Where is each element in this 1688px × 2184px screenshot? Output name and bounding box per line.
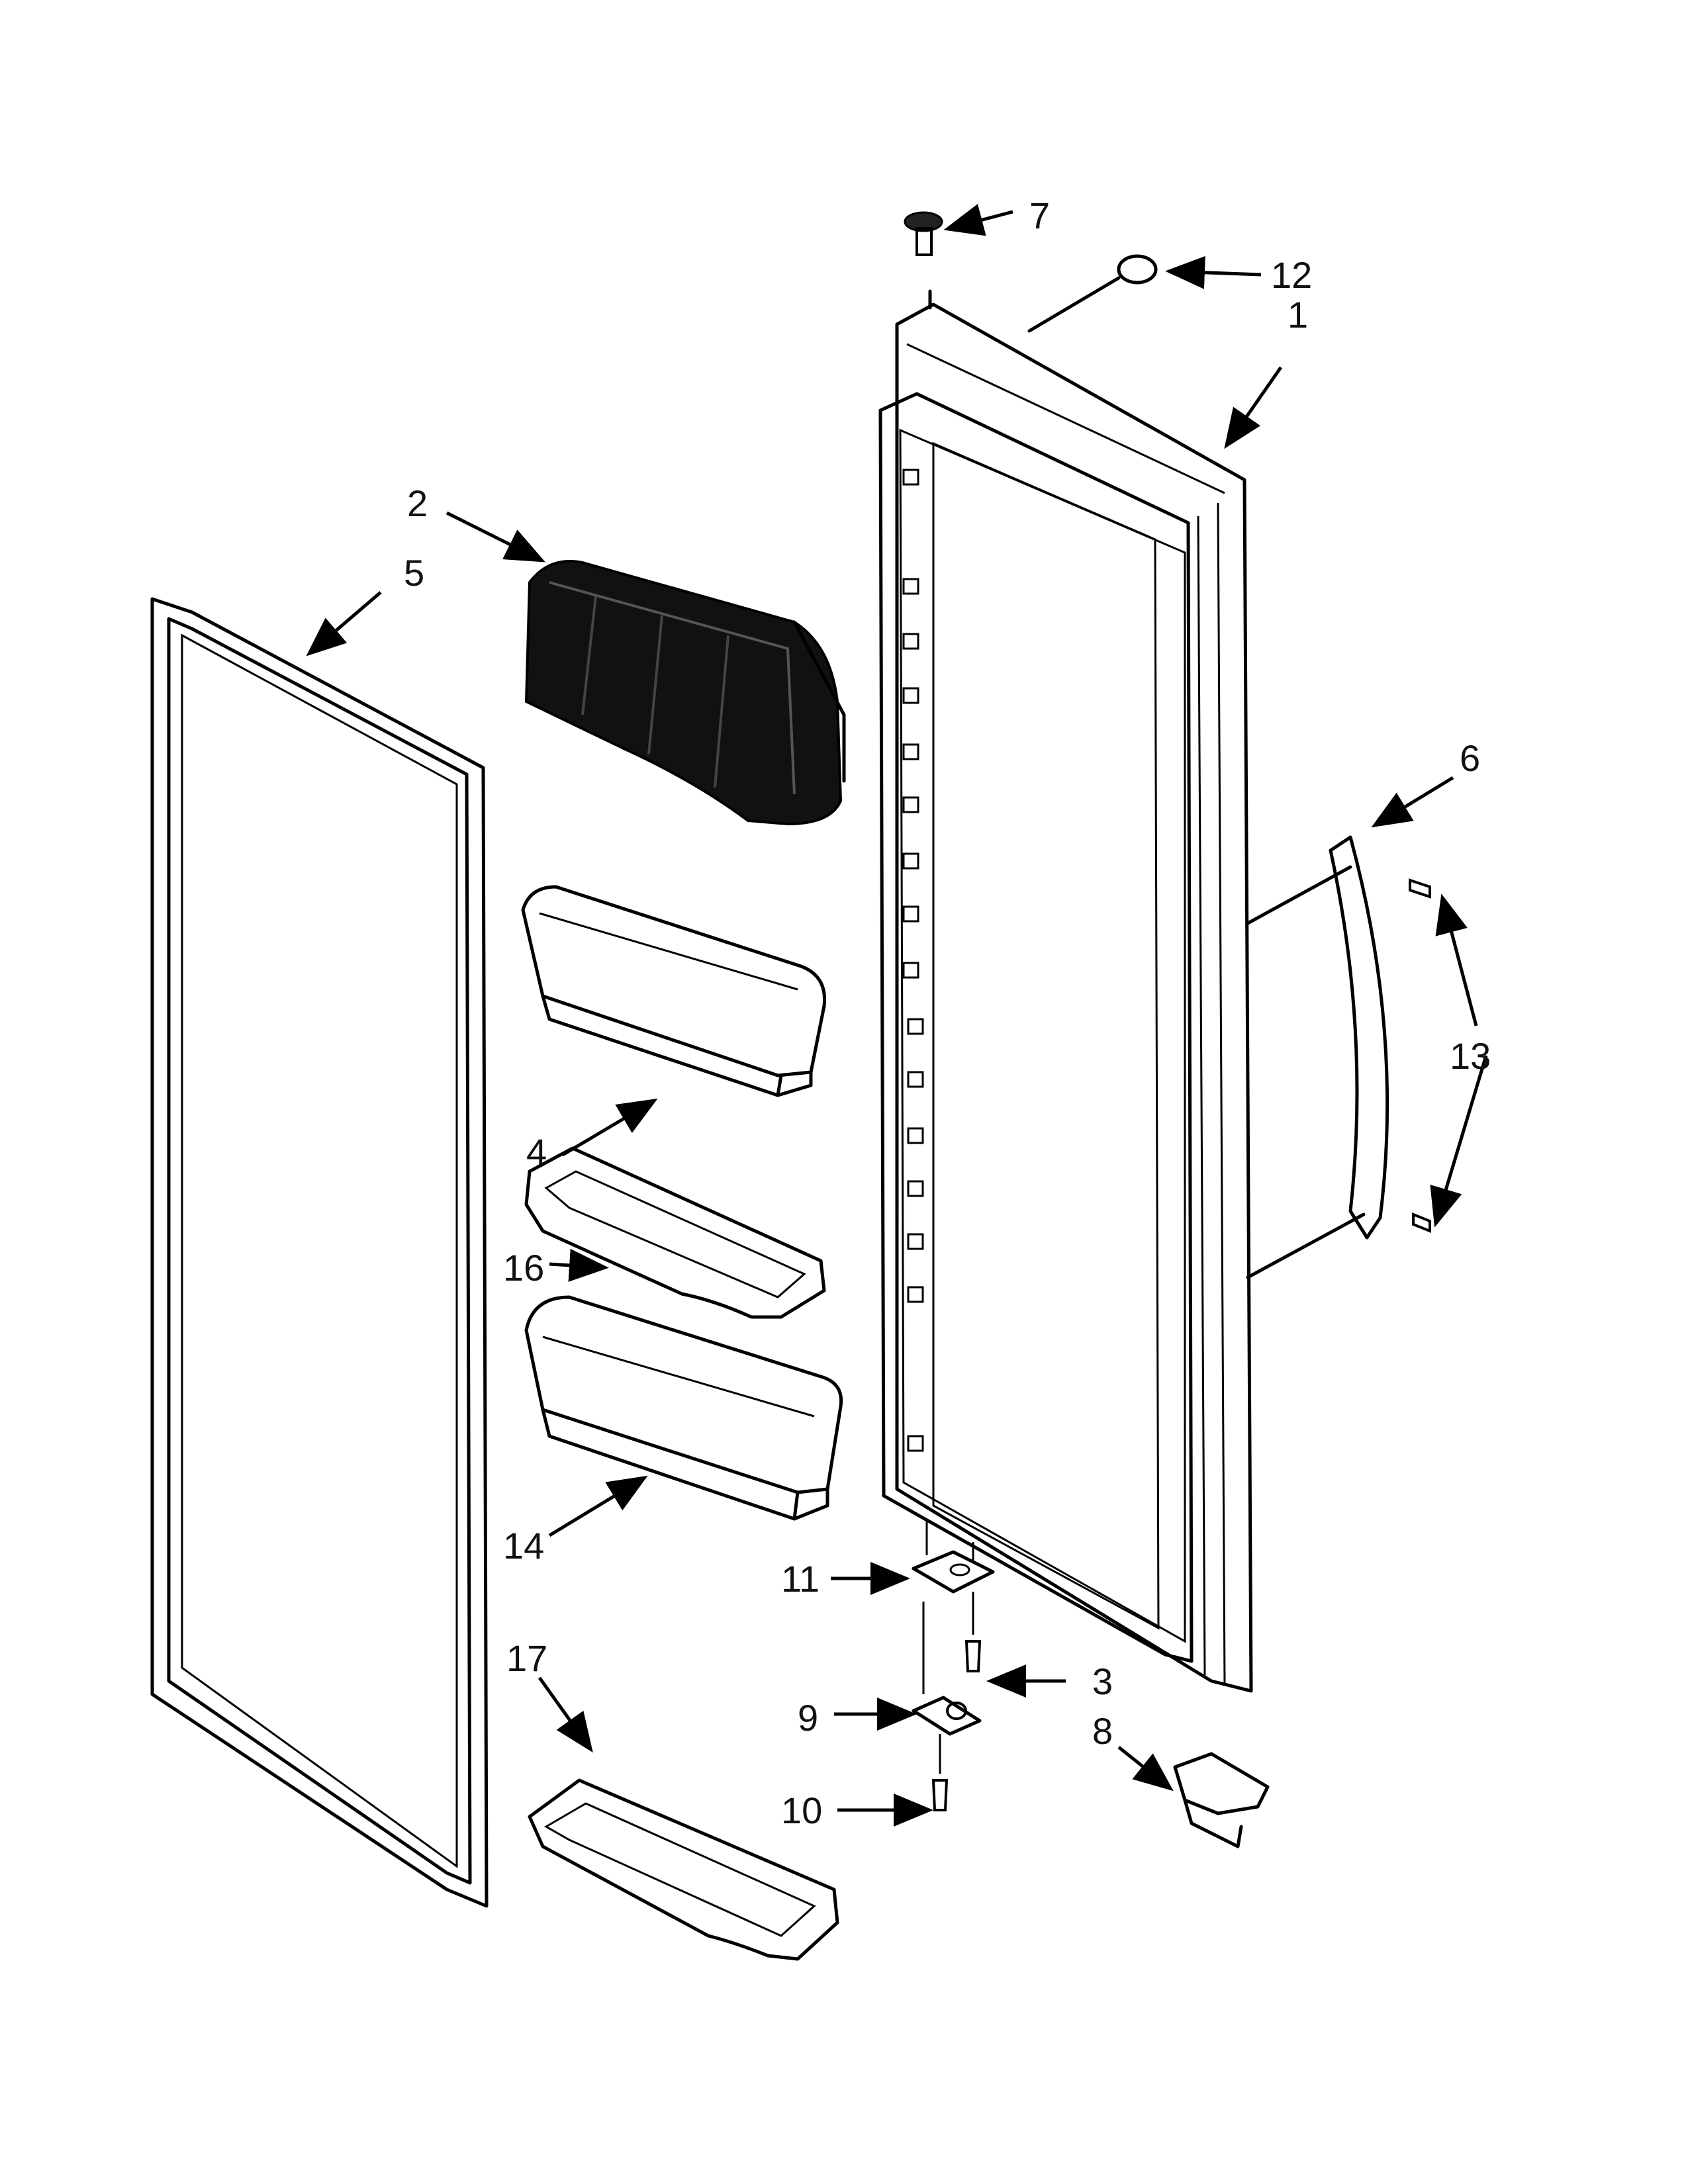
lower-bin-frame <box>528 1778 839 1961</box>
callout-17: 17 <box>506 1637 547 1679</box>
leader-arrows <box>306 204 1488 1827</box>
callout-7: 7 <box>1029 195 1050 236</box>
callout-1: 1 <box>1288 294 1308 336</box>
callout-4: 4 <box>526 1131 547 1173</box>
callout-10: 10 <box>781 1790 822 1831</box>
dairy-door-bin <box>524 560 846 826</box>
callout-6: 6 <box>1460 737 1480 779</box>
washer <box>1027 254 1158 333</box>
callout-16: 16 <box>503 1247 544 1289</box>
callout-11: 11 <box>781 1558 820 1600</box>
callout-13: 13 <box>1450 1035 1491 1077</box>
callout-2: 2 <box>407 482 428 524</box>
callout-9: 9 <box>798 1697 818 1739</box>
hinge-plug <box>904 211 943 310</box>
door-bin-upper <box>521 885 827 1097</box>
bracket <box>1173 1752 1270 1848</box>
bin-frame <box>524 1146 826 1319</box>
shelf-clips <box>902 469 924 1452</box>
door-handle <box>1246 835 1431 1279</box>
callout-3: 3 <box>1092 1661 1113 1702</box>
door-bin-lower <box>524 1295 843 1521</box>
hinge-hardware <box>912 1519 995 1811</box>
refrigerator-door <box>878 302 1253 1693</box>
callout-labels: 7 12 1 2 5 6 13 4 16 14 11 3 9 8 10 17 <box>404 195 1491 1831</box>
callout-5: 5 <box>404 552 424 594</box>
callout-8: 8 <box>1092 1710 1113 1752</box>
callout-14: 14 <box>503 1525 544 1567</box>
callout-12: 12 <box>1271 254 1312 296</box>
door-gasket <box>150 597 489 1908</box>
